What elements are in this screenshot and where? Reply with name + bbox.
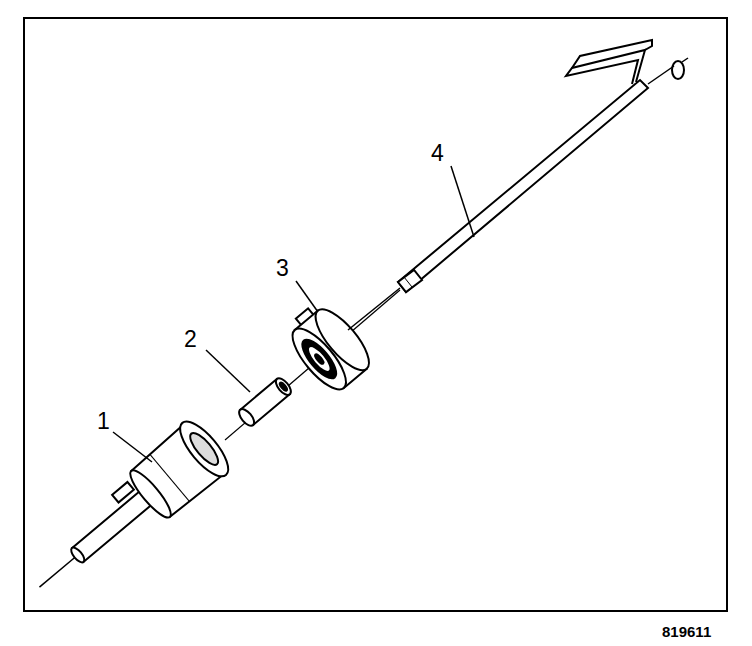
frame: [24, 18, 727, 611]
tube: [236, 376, 293, 429]
callout-number: 3: [276, 257, 289, 280]
leader-lines: [113, 166, 474, 462]
figure-number: 819611: [662, 624, 711, 639]
seal: [279, 295, 377, 397]
callout-number: 2: [184, 328, 197, 351]
callout-number: 1: [97, 410, 110, 433]
callout-number: 4: [431, 142, 444, 165]
axis-line: [225, 290, 400, 440]
connector-body: [18, 415, 236, 614]
removal-tool: [348, 40, 688, 330]
